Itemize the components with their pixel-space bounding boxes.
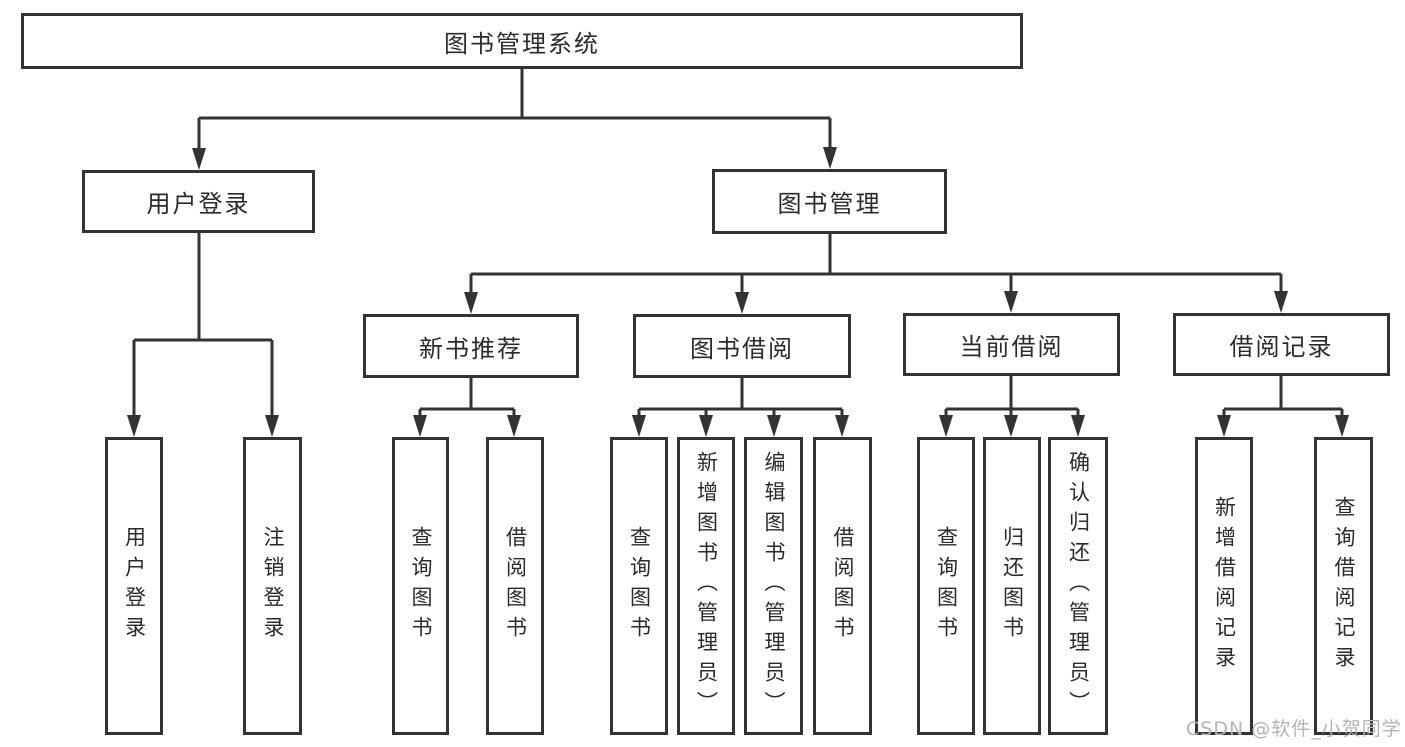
leaf-return-books: 归还图书 xyxy=(983,437,1041,735)
csdn-watermark: CSDN @软件_小贺同学 xyxy=(1186,718,1402,740)
node-label: 新增图书（管理员） xyxy=(694,451,719,721)
leaf-query-books-recommend: 查询图书 xyxy=(392,437,449,735)
node-label: 用户登录 xyxy=(122,526,147,646)
node-label: 确认归还（管理员） xyxy=(1066,451,1091,721)
node-label: 归还图书 xyxy=(1000,526,1025,646)
leaf-query-books-current: 查询图书 xyxy=(917,437,975,735)
leaf-confirm-return-admin: 确认归还（管理员） xyxy=(1048,437,1108,735)
node-current-borrowing: 当前借阅 xyxy=(903,313,1120,376)
node-label: 图书管理 xyxy=(777,190,882,218)
node-label: 借阅图书 xyxy=(503,526,528,646)
node-book-management: 图书管理 xyxy=(712,169,947,234)
leaf-logout-login: 注销登录 xyxy=(243,437,302,735)
node-label: 借阅图书 xyxy=(831,526,855,646)
leaf-edit-books-admin: 编辑图书（管理员） xyxy=(744,437,803,735)
node-borrowing-records: 借阅记录 xyxy=(1173,313,1390,376)
node-label: 查询借阅记录 xyxy=(1332,496,1356,676)
node-label: 借阅记录 xyxy=(1229,333,1334,361)
leaf-borrow-books-borrowing: 借阅图书 xyxy=(813,437,872,735)
leaf-query-books-borrowing: 查询图书 xyxy=(610,437,668,735)
node-label: 编辑图书（管理员） xyxy=(762,451,786,721)
leaf-borrow-books-recommend: 借阅图书 xyxy=(486,437,544,735)
node-label: 当前借阅 xyxy=(959,333,1064,361)
leaf-add-books-admin: 新增图书（管理员） xyxy=(677,437,735,735)
node-label: 用户登录 xyxy=(146,190,251,218)
leaf-query-borrow-record: 查询借阅记录 xyxy=(1314,437,1373,735)
arrowheads xyxy=(127,147,1349,437)
node-library-management-system: 图书管理系统 xyxy=(21,13,1023,69)
node-new-book-recommend: 新书推荐 xyxy=(363,314,579,378)
node-label: 新增借阅记录 xyxy=(1212,496,1237,676)
node-label: 新书推荐 xyxy=(419,334,523,363)
node-book-borrowing: 图书借阅 xyxy=(633,314,851,378)
leaf-add-borrow-record: 新增借阅记录 xyxy=(1195,437,1253,735)
node-label: 查询图书 xyxy=(934,526,959,646)
node-label: 注销登录 xyxy=(261,526,285,646)
leaf-user-login: 用户登录 xyxy=(105,437,163,735)
node-label: 查询图书 xyxy=(627,526,652,646)
node-label: 查询图书 xyxy=(409,526,433,646)
node-user-login: 用户登录 xyxy=(82,170,315,233)
node-label: 图书借阅 xyxy=(690,334,794,363)
node-label: 图书管理系统 xyxy=(444,29,600,58)
